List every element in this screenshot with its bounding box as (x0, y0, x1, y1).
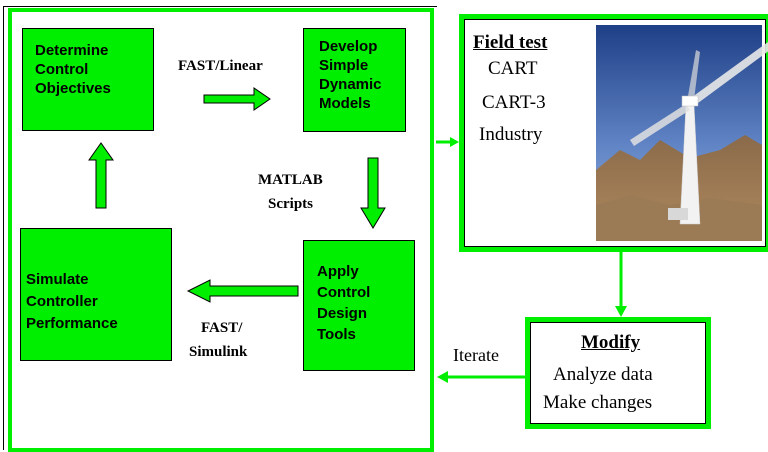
box-line: Control (317, 284, 371, 301)
box-line: Simulate (26, 271, 89, 288)
box-line: Tools (317, 326, 356, 343)
fast-slash-label: FAST/ (201, 320, 243, 336)
scripts-label: Scripts (268, 196, 313, 212)
fast-linear-label: FAST/Linear (178, 58, 263, 74)
field-test-item: Industry (479, 124, 543, 145)
arrow-left-small-icon (437, 371, 448, 383)
modify-line: Analyze data (553, 364, 653, 385)
box-line: Dynamic (319, 76, 382, 93)
box-line: Controller (26, 293, 98, 310)
field-test-item: CART (488, 58, 538, 79)
modify-inner-border (530, 322, 706, 424)
field-test-title: Field test (473, 32, 548, 53)
box-line: Apply (317, 263, 359, 280)
apply-tools-box: Apply Control Design Tools (303, 240, 415, 371)
modify-title: Modify (581, 332, 641, 353)
box-line: Performance (26, 315, 118, 332)
field-test-panel (459, 14, 768, 252)
box-line: Develop (319, 38, 378, 55)
box-line: Control (35, 61, 89, 78)
box-line: Models (319, 95, 371, 112)
matlab-label: MATLAB (258, 172, 323, 188)
box-line: Design (317, 305, 368, 322)
field-test-item: CART-3 (482, 92, 546, 113)
simulate-performance-box: Simulate Controller Performance (20, 228, 172, 361)
box-line: Simple (319, 57, 369, 74)
arrow-right-small-icon (450, 137, 459, 147)
box-line: Objectives (35, 80, 111, 97)
iterate-label: Iterate (453, 345, 499, 365)
simulink-label: Simulink (189, 344, 248, 360)
field-test-inner-border (464, 19, 766, 247)
modify-panel (525, 317, 711, 429)
modify-line: Make changes (543, 392, 653, 413)
develop-models-box: Develop Simple Dynamic Models (303, 28, 406, 132)
arrow-down-small-icon (615, 306, 627, 317)
box-line: Determine (35, 42, 109, 59)
frame-top-edge (3, 6, 437, 7)
frame-left-edge (3, 6, 4, 450)
determine-objectives-box: Determine Control Objectives (22, 28, 154, 131)
